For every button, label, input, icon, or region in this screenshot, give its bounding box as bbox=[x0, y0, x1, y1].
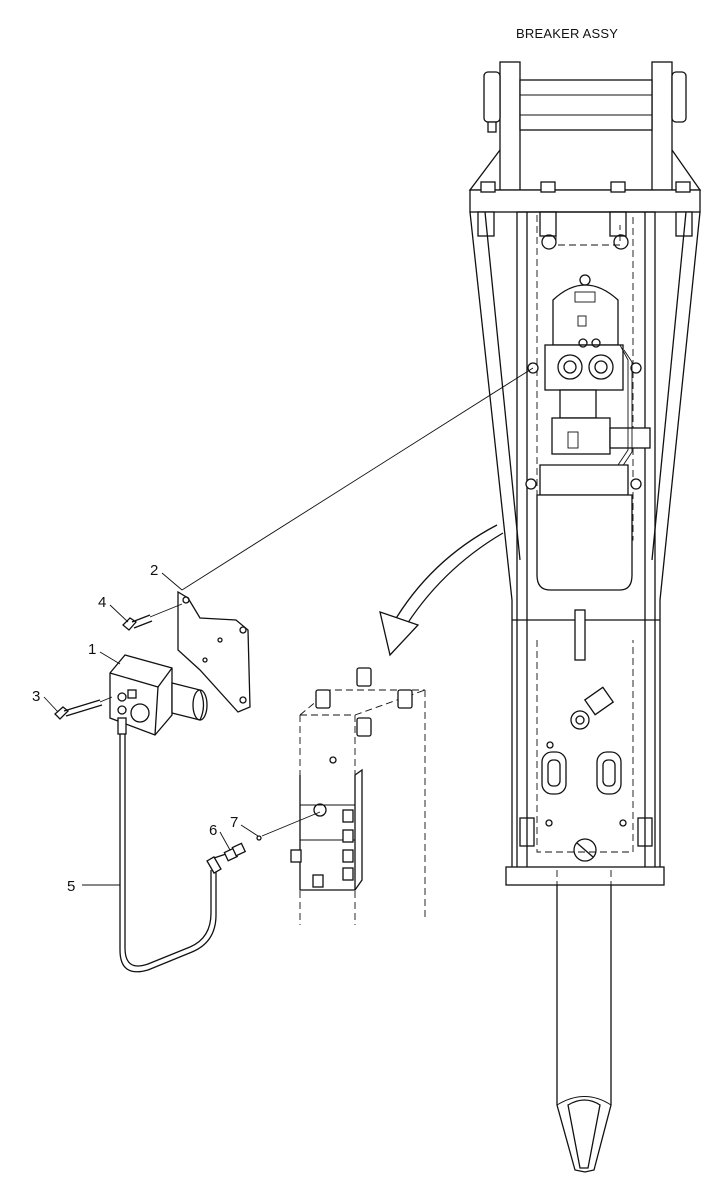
direction-arrow bbox=[379, 524, 504, 657]
detail-port bbox=[313, 803, 327, 817]
top-plate bbox=[469, 189, 701, 213]
callout-6: 6 bbox=[209, 822, 218, 839]
detail-top-bolts bbox=[315, 667, 413, 737]
diagram-title: BREAKER ASSY bbox=[516, 26, 619, 41]
pin-end-left bbox=[483, 71, 501, 123]
pin-end-right bbox=[671, 71, 687, 123]
pin-bolt bbox=[487, 121, 497, 133]
callout-3: 3 bbox=[32, 688, 41, 705]
valve-block bbox=[544, 344, 624, 391]
callout-5: 5 bbox=[67, 878, 76, 895]
bottom-plate bbox=[505, 866, 665, 886]
part-hose bbox=[117, 717, 233, 973]
lower-valve bbox=[551, 417, 611, 455]
accumulator bbox=[536, 494, 633, 591]
valve-top bbox=[552, 284, 619, 346]
accumulator-top bbox=[539, 464, 629, 496]
detail-valve-block bbox=[290, 667, 426, 925]
part-bolt-4 bbox=[122, 603, 183, 631]
callout-2: 2 bbox=[150, 562, 159, 579]
bolt-upper-right bbox=[630, 362, 642, 374]
callout-7: 7 bbox=[230, 814, 239, 831]
part-bolt-3 bbox=[54, 696, 113, 720]
part-fitting-6 bbox=[223, 842, 247, 862]
top-bracket-right bbox=[651, 61, 673, 193]
callout-leaders bbox=[43, 572, 259, 886]
breaker-body bbox=[468, 61, 702, 1173]
part-bracket-plate bbox=[177, 590, 251, 713]
part-pin-7 bbox=[256, 811, 321, 841]
top-bracket-left bbox=[499, 61, 521, 193]
callout-1: 1 bbox=[88, 641, 97, 658]
detail-side-bolts bbox=[290, 809, 354, 888]
leader-line-bracket bbox=[181, 367, 534, 591]
part-valve-block bbox=[109, 654, 208, 736]
callout-4: 4 bbox=[98, 594, 107, 611]
top-pin bbox=[519, 79, 653, 131]
